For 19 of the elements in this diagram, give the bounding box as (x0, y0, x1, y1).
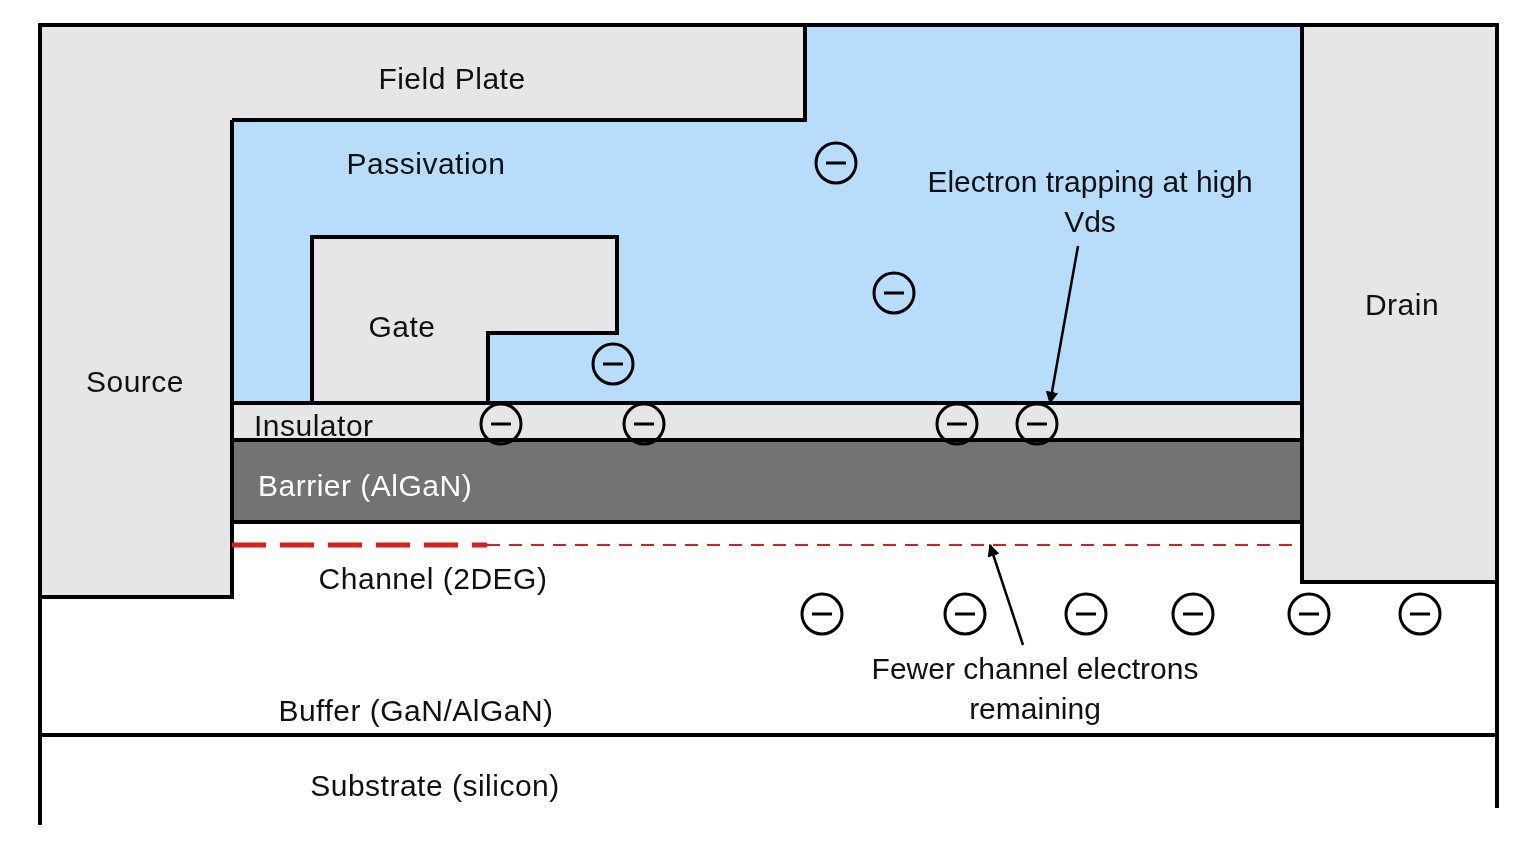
layer-label: Gate (368, 309, 436, 343)
layer-label: Channel (2DEG) (318, 561, 548, 595)
layer-label: Buffer (GaN/AlGaN) (278, 693, 554, 727)
annotation-text: Fewer channel electrons remaining (860, 645, 1210, 733)
layer-label: Substrate (silicon) (310, 768, 560, 802)
layer-label: Field Plate (378, 61, 526, 95)
annotation-text: Electron trapping at high Vds (900, 158, 1280, 246)
layer-label: Passivation (346, 146, 506, 180)
arrow (987, 543, 1025, 646)
drain-electrode (1302, 25, 1497, 582)
source-electrode (40, 25, 232, 597)
gate-electrode (312, 237, 617, 403)
layer-label: Drain (1364, 287, 1440, 321)
layer-label: Barrier (AlGaN) (258, 468, 473, 502)
insulator-layer (232, 403, 1302, 440)
barrier-layer (232, 440, 1302, 522)
substrate-layer (40, 735, 1497, 825)
layer-label: Insulator (254, 408, 374, 442)
layer-label: Source (85, 364, 185, 398)
